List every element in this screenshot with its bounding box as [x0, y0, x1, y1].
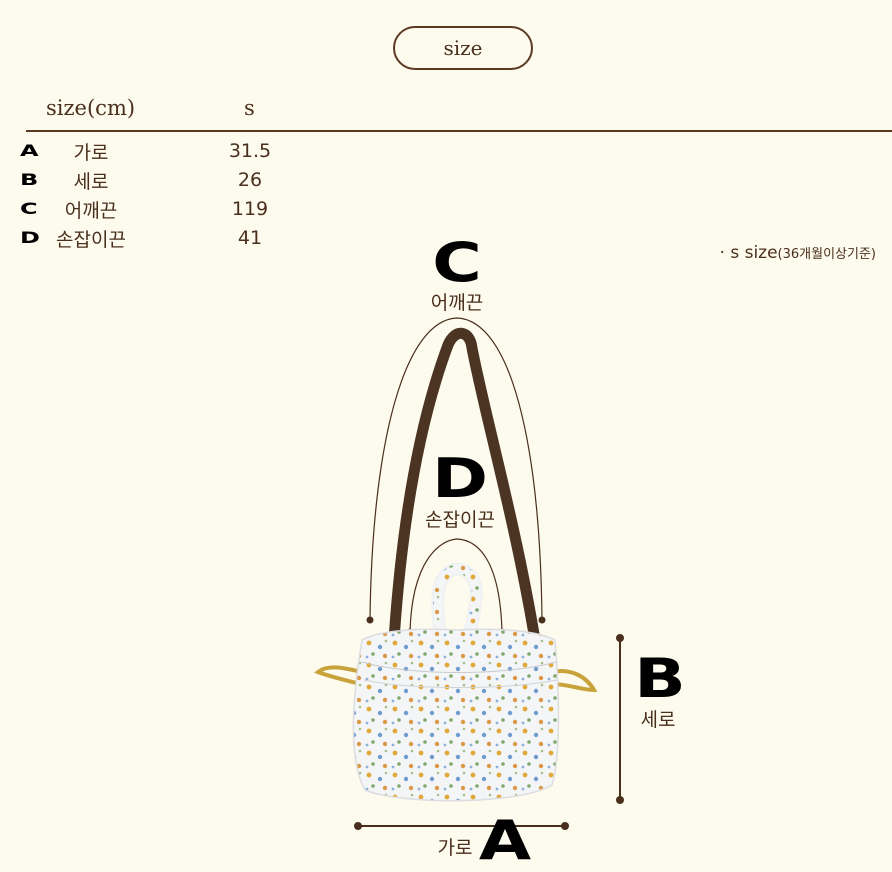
label-a-letter: A: [478, 809, 532, 872]
table-divider: [26, 130, 892, 132]
row-value-b: 26: [237, 169, 263, 191]
label-b-text: 세로: [640, 709, 676, 731]
label-d-text: 손잡이끈: [425, 509, 495, 531]
size-badge: size: [393, 26, 533, 70]
row-letter-c: C: [20, 199, 38, 218]
table-header-size: s: [244, 96, 255, 120]
row-value-c: 119: [231, 198, 269, 220]
shoulder-strap-measure-dot-left: [366, 616, 374, 624]
size-note: · s size(36개월이상기준): [720, 243, 876, 263]
row-value-d: 41: [237, 227, 263, 249]
label-a-text: 가로: [437, 837, 473, 859]
row-label-a: 가로: [73, 142, 109, 164]
shoulder-strap-measure-arc: [369, 317, 543, 621]
row-label-c: 어깨끈: [64, 200, 118, 222]
row-value-a: 31.5: [228, 140, 272, 162]
shoulder-strap-measure-dot-right: [538, 616, 546, 624]
size-note-detail: (36개월이상기준): [777, 247, 876, 262]
drawstring-left: [314, 665, 364, 686]
width-measure-dot-left: [354, 822, 362, 830]
size-note-main: · s size: [719, 243, 778, 263]
drawstring-right: [550, 669, 598, 693]
row-label-b: 세로: [73, 171, 109, 193]
label-b-letter: B: [634, 647, 686, 710]
label-c-text: 어깨끈: [430, 292, 484, 314]
label-d-letter: D: [431, 447, 489, 510]
width-measure-dot-right: [561, 822, 569, 830]
bag-body: [352, 628, 560, 802]
height-measure-dot-top: [616, 634, 624, 642]
table-header-label: size(cm): [46, 96, 136, 120]
row-letter-a: A: [20, 141, 39, 160]
row-label-d: 손잡이끈: [56, 229, 126, 251]
row-letter-b: B: [20, 170, 39, 189]
label-c-letter: C: [432, 231, 482, 294]
height-measure-dot-bottom: [616, 796, 624, 804]
row-letter-d: D: [20, 228, 40, 247]
handle-measure-arc: [409, 538, 503, 633]
shoulder-strap: [388, 327, 541, 646]
